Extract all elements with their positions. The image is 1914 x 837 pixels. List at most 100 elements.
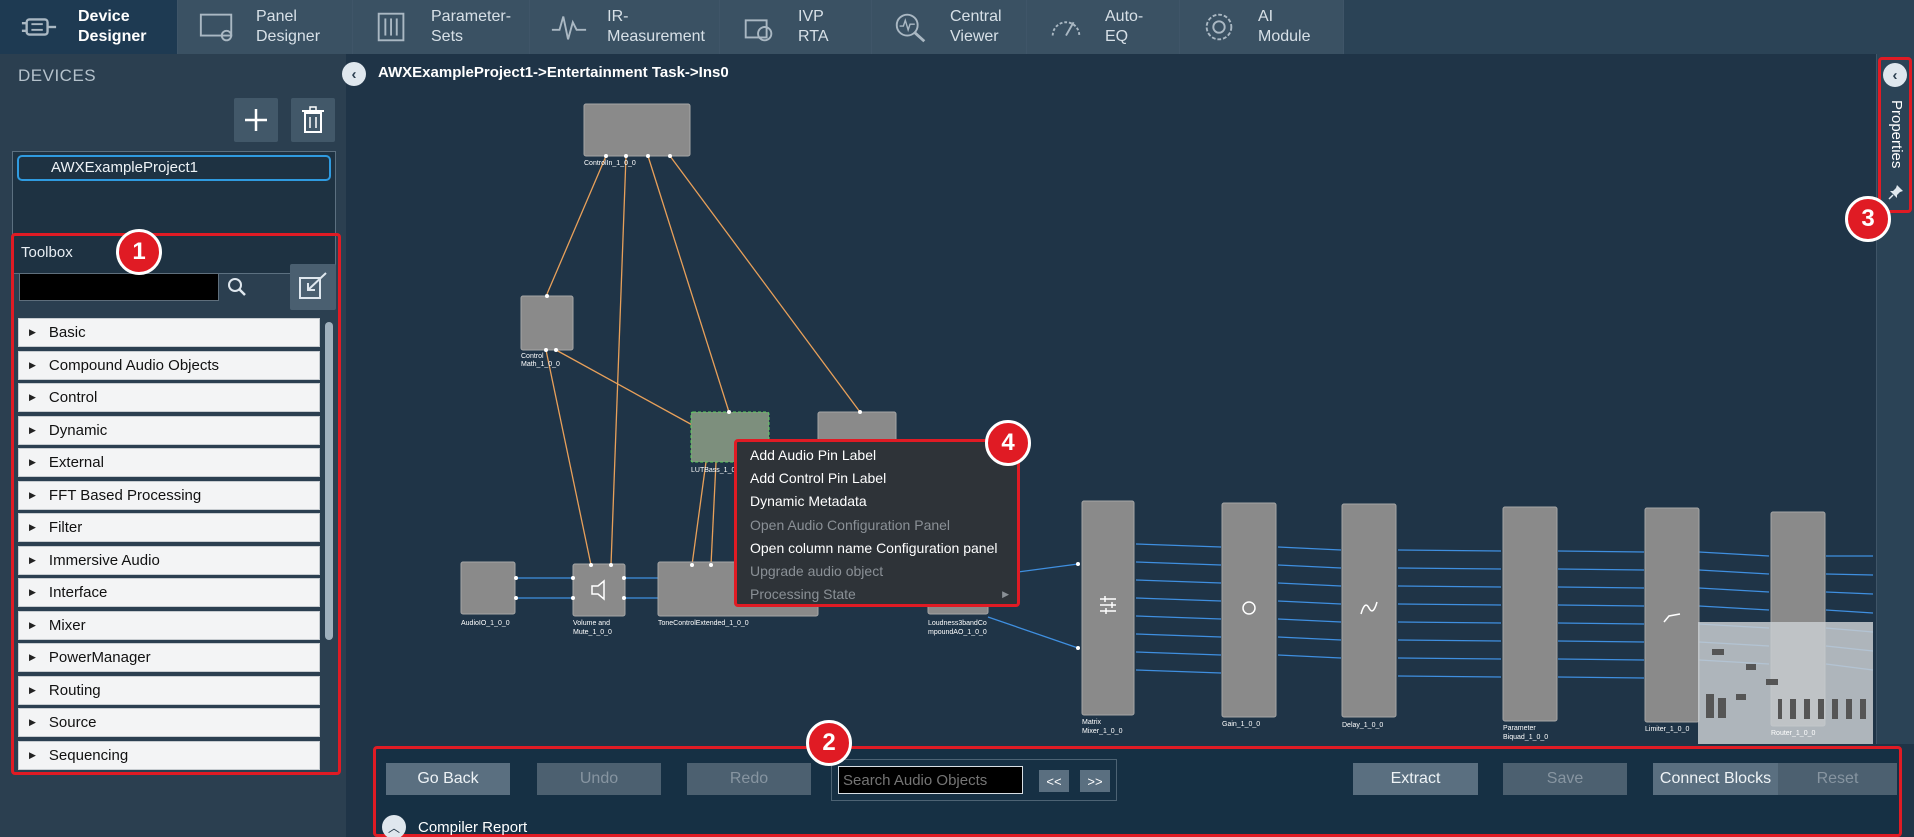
new-object-button[interactable] xyxy=(290,264,336,310)
plus-icon xyxy=(245,109,267,131)
menu-add-control-pin-label[interactable]: Add Control Pin Label xyxy=(737,466,1017,489)
pin-icon[interactable] xyxy=(1886,182,1906,202)
redo-button[interactable]: Redo xyxy=(687,763,811,795)
delete-device-button[interactable] xyxy=(291,98,335,142)
annotation-badge-2: 2 xyxy=(806,720,852,766)
block-gain[interactable] xyxy=(1221,502,1277,718)
expand-triangle-icon: ▶ xyxy=(29,749,36,760)
tab-ir-measurement[interactable]: IR-Measurement xyxy=(530,0,720,54)
compiler-report-toggle[interactable]: ︿ Compiler Report xyxy=(382,815,527,837)
connect-blocks-button[interactable]: Connect Blocks xyxy=(1653,763,1778,795)
block-delay[interactable] xyxy=(1341,503,1397,718)
category-immersive-audio[interactable]: ▶ Immersive Audio xyxy=(18,545,320,575)
category-dynamic[interactable]: ▶Dynamic xyxy=(18,415,320,445)
undo-button[interactable]: Undo xyxy=(537,763,661,795)
collapse-left-button[interactable]: ‹ xyxy=(342,62,366,86)
pins xyxy=(514,154,1080,650)
category-powermanager[interactable]: ▶PowerManager xyxy=(18,643,320,672)
menu-dynamic-metadata[interactable]: Dynamic Metadata xyxy=(737,490,1017,513)
expand-triangle-icon: ▶ xyxy=(29,554,36,565)
router-grid xyxy=(1706,649,1866,719)
device-item[interactable]: AWXExampleProject1 xyxy=(17,155,331,181)
expand-triangle-icon: ▶ xyxy=(29,424,36,435)
category-mixer[interactable]: ▶Mixer xyxy=(18,610,320,640)
annotation-badge-4: 4 xyxy=(985,420,1031,466)
audio-object-search-group: << >> xyxy=(831,759,1117,801)
toolbox-search-input[interactable] xyxy=(19,273,219,301)
add-device-button[interactable] xyxy=(234,98,278,142)
tab-label: Sets xyxy=(431,28,464,45)
category-filter[interactable]: ▶Filter xyxy=(18,513,320,542)
block-label: Matrix xyxy=(1082,719,1102,726)
collapse-properties-button[interactable]: ‹ xyxy=(1883,63,1907,87)
search-next-button[interactable]: >> xyxy=(1080,770,1110,792)
search-prev-button[interactable]: << xyxy=(1039,770,1069,792)
tab-label: Module xyxy=(1258,28,1311,45)
tab-label: Designer xyxy=(256,28,321,45)
toolbox-scrollbar[interactable] xyxy=(325,322,333,640)
block-label: ControlIn_1_0_0 xyxy=(584,160,636,167)
menu-item-label: Add Control Pin Label xyxy=(750,469,887,486)
category-label: Compound Audio Objects xyxy=(48,356,220,374)
search-icon[interactable] xyxy=(226,276,248,298)
category-external[interactable]: ▶External xyxy=(18,448,320,477)
block-label: Control xyxy=(521,353,544,360)
block-volume-mute[interactable] xyxy=(572,563,626,617)
new-object-icon xyxy=(299,272,327,299)
block-label: Biquad_1_0_0 xyxy=(1503,734,1548,741)
expand-triangle-icon: ▶ xyxy=(29,489,36,500)
menu-processing-state: Processing State▶ xyxy=(737,583,1017,606)
save-button[interactable]: Save xyxy=(1503,763,1627,795)
properties-panel-tab[interactable] xyxy=(1878,57,1912,213)
go-back-button[interactable]: Go Back xyxy=(386,763,510,795)
submenu-arrow-icon: ▶ xyxy=(1002,588,1009,599)
properties-label[interactable]: Properties xyxy=(1888,100,1905,169)
properties-rail xyxy=(1876,54,1914,744)
block-parameter-biquad[interactable] xyxy=(1502,506,1558,722)
tab-label: Device xyxy=(78,8,130,25)
category-sequencing[interactable]: ▶Sequencing xyxy=(18,740,320,770)
parameter-sets-icon xyxy=(371,9,413,45)
tab-parameter-sets[interactable]: Parameter-Sets xyxy=(353,0,530,54)
block-controlin[interactable] xyxy=(583,103,691,157)
block-control-math[interactable] xyxy=(520,295,574,351)
category-label: Immersive Audio xyxy=(48,551,160,569)
search-audio-objects-input[interactable] xyxy=(838,766,1023,794)
block-audioio[interactable] xyxy=(460,561,516,615)
tab-label: Central xyxy=(950,8,1002,25)
tab-auto-eq[interactable]: Auto-EQ xyxy=(1027,0,1180,54)
tab-label: Measurement xyxy=(607,28,705,45)
block-diagram[interactable]: ControlIn_1_0_0 Control Math_1_0_0 LUTBa… xyxy=(366,54,1873,744)
category-source[interactable]: ▶Source xyxy=(18,708,320,737)
ai-module-icon xyxy=(1198,9,1240,45)
annotation-badge-3: 3 xyxy=(1845,196,1891,242)
block-label: mpoundAO_1_0_0 xyxy=(928,629,987,636)
block-matrix-mixer[interactable] xyxy=(1081,500,1135,716)
extract-button[interactable]: Extract xyxy=(1353,763,1478,795)
reset-button[interactable]: Reset xyxy=(1778,763,1897,795)
category-control[interactable]: ▶Control xyxy=(18,383,320,412)
category-fft-based-processing[interactable]: ▶FFT Based Processing xyxy=(18,480,320,510)
block-label: Limiter_1_0_0 xyxy=(1645,726,1689,733)
block-label: Router_1_0_0 xyxy=(1771,730,1815,737)
category-basic[interactable]: ▶Basic xyxy=(18,318,320,347)
menu-add-audio-pin-label[interactable]: Add Audio Pin Label xyxy=(737,443,1017,466)
category-interface[interactable]: ▶Interface xyxy=(18,578,320,607)
compiler-report-label: Compiler Report xyxy=(418,818,528,836)
category-compound-audio-objects[interactable]: ▶ Compound Audio Objects xyxy=(18,350,320,380)
block-label: AudioIO_1_0_0 xyxy=(461,620,510,627)
block-label: LUTBass_1_0_0 xyxy=(691,467,743,474)
expand-triangle-icon: ▶ xyxy=(29,359,36,370)
menu-open-column-name-configuration-panel[interactable]: Open column name Configuration panel xyxy=(737,536,1017,559)
menu-upgrade-audio-object: Upgrade audio object xyxy=(737,559,1017,582)
category-label: Routing xyxy=(48,681,101,699)
block-label: ToneControlExtended_1_0_0 xyxy=(658,620,749,627)
tab-label: IVP xyxy=(798,8,824,25)
category-label: Filter xyxy=(48,519,83,536)
category-routing[interactable]: ▶Routing xyxy=(18,675,320,705)
